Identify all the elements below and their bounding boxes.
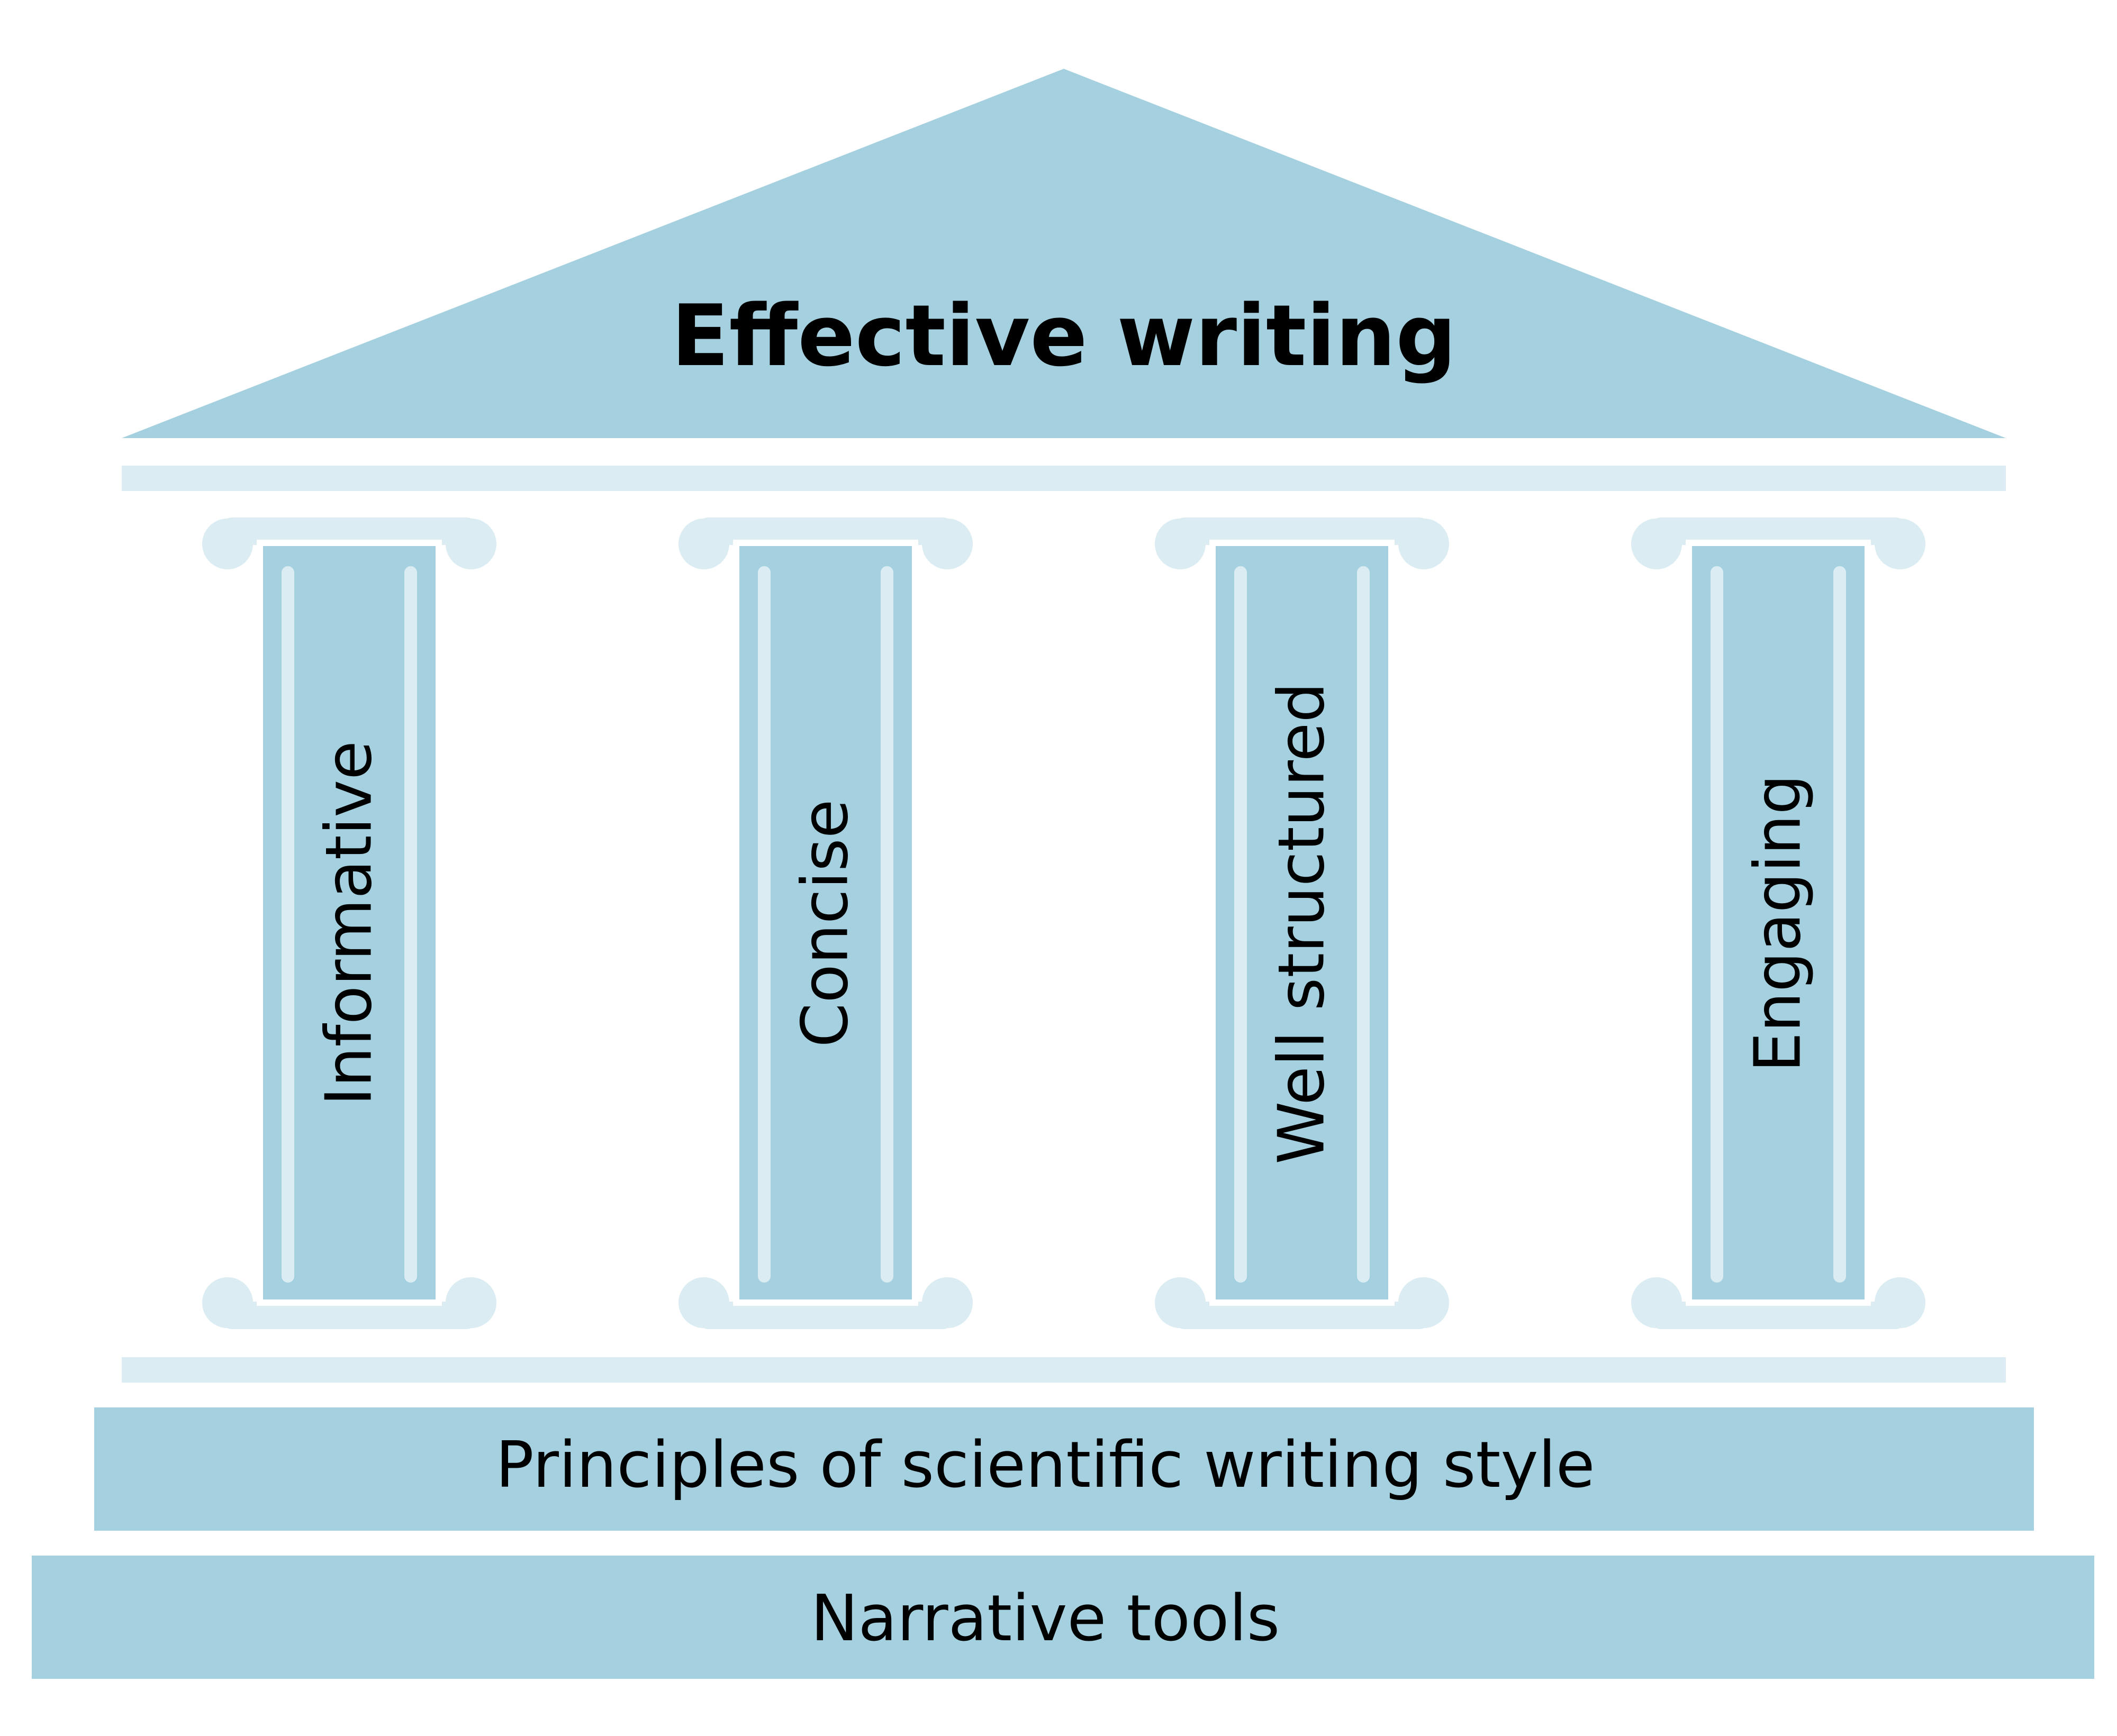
roof-pediment <box>122 69 2006 438</box>
pillar-base <box>1648 1302 1909 1329</box>
pillar-flute-right <box>404 566 417 1283</box>
pillar-flute-left <box>282 566 294 1283</box>
diagram-title: Effective writing <box>671 286 1456 385</box>
stylobate-band <box>122 1357 2006 1383</box>
pillar-base-volute-right <box>446 1277 496 1328</box>
pillar-base <box>1171 1302 1433 1329</box>
pillar-4: Engaging <box>1631 517 1925 1329</box>
pillar-flute-left <box>1711 566 1723 1283</box>
pillar-flute-left <box>1234 566 1247 1283</box>
pillar-capital-volute-right <box>922 519 973 569</box>
foundation-step-lower <box>32 1556 2094 1679</box>
entablature-band <box>122 466 2006 491</box>
pillar-base-volute-left <box>1155 1277 1206 1328</box>
pillar-base-volute-right <box>1398 1277 1449 1328</box>
pillar-flute-right <box>1357 566 1370 1283</box>
pillar-flute-right <box>881 566 893 1283</box>
foundation-step-upper <box>94 1407 2034 1531</box>
pillar-capital <box>695 517 956 545</box>
pillar-label: Engaging <box>1742 774 1815 1072</box>
pillar-flute-right <box>1833 566 1846 1283</box>
pillar-base-volute-right <box>1875 1277 1925 1328</box>
pillar-capital-volute-left <box>1155 519 1206 569</box>
pillar-base-volute-right <box>922 1277 973 1328</box>
pillar-base-volute-left <box>202 1277 253 1328</box>
pillar-capital-volute-left <box>678 519 729 569</box>
pillar-label: Informative <box>313 741 386 1106</box>
foundation-lower-label: Narrative tools <box>811 1582 1280 1656</box>
foundation-upper-label: Principles of scientific writing style <box>495 1429 1595 1502</box>
pillar-capital <box>219 517 480 545</box>
pillar-capital-volute-right <box>1875 519 1925 569</box>
pillar-base <box>695 1302 956 1329</box>
pillar-base-volute-left <box>1631 1277 1682 1328</box>
pillar-base <box>219 1302 480 1329</box>
pillar-1: Informative <box>202 517 496 1329</box>
pillar-2: Concise <box>678 517 973 1329</box>
pillar-capital-volute-left <box>202 519 253 569</box>
pillars-group: Informative Concise Well structured Engagin… <box>202 517 1925 1329</box>
pillar-capital-volute-right <box>446 519 496 569</box>
pillar-capital <box>1648 517 1909 545</box>
pillar-label: Well structured <box>1265 682 1339 1164</box>
pillar-capital-volute-right <box>1398 519 1449 569</box>
pillar-capital-volute-left <box>1631 519 1682 569</box>
pillar-flute-left <box>758 566 771 1283</box>
pillar-base-volute-left <box>678 1277 729 1328</box>
pillar-capital <box>1171 517 1433 545</box>
pillar-3: Well structured <box>1155 517 1449 1329</box>
pillar-label: Concise <box>789 799 863 1048</box>
